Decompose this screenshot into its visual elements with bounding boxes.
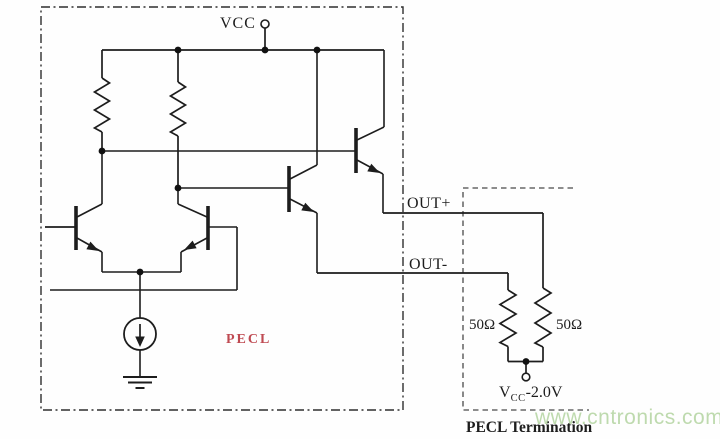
resistor-r2	[168, 50, 188, 188]
base-feed-wires	[102, 150, 356, 189]
main-circuit-box	[40, 6, 404, 411]
npn-transistor-q2	[50, 188, 238, 291]
out-minus-label: OUT-	[409, 256, 448, 273]
termination-resistor-left-value: 50Ω	[469, 317, 496, 333]
vcc-rail	[102, 28, 384, 51]
npn-transistor-q4	[354, 50, 385, 213]
resistor-r1	[92, 50, 112, 151]
supply-subscript: CC	[510, 393, 526, 405]
ground-icon	[123, 376, 157, 389]
junction-dots	[98, 46, 530, 365]
out-minus-wire	[317, 272, 509, 290]
vcc-terminal-icon	[260, 19, 270, 29]
termination-supply-terminal-icon	[521, 372, 531, 382]
vcc-label: VCC	[220, 15, 256, 32]
termination-title: PECL Termination	[466, 419, 593, 436]
termination-resistor-right	[533, 287, 553, 362]
termination-box	[462, 187, 589, 411]
emitter-join-wire	[102, 271, 181, 318]
watermark: www.cntronics.com	[535, 406, 720, 429]
out-plus-wire	[383, 212, 544, 288]
pecl-label: PECL	[226, 332, 272, 347]
termination-supply-label: VCC-2.0V	[499, 384, 562, 405]
supply-suffix: -2.0V	[525, 384, 563, 401]
termination-resistor-right-value: 50Ω	[556, 317, 583, 333]
npn-transistor-q1	[45, 151, 103, 272]
current-source-icon	[123, 317, 157, 377]
out-plus-label: OUT+	[407, 195, 451, 212]
npn-transistor-q3	[287, 50, 318, 273]
supply-prefix: V	[499, 384, 511, 401]
termination-resistor-left	[498, 289, 518, 362]
